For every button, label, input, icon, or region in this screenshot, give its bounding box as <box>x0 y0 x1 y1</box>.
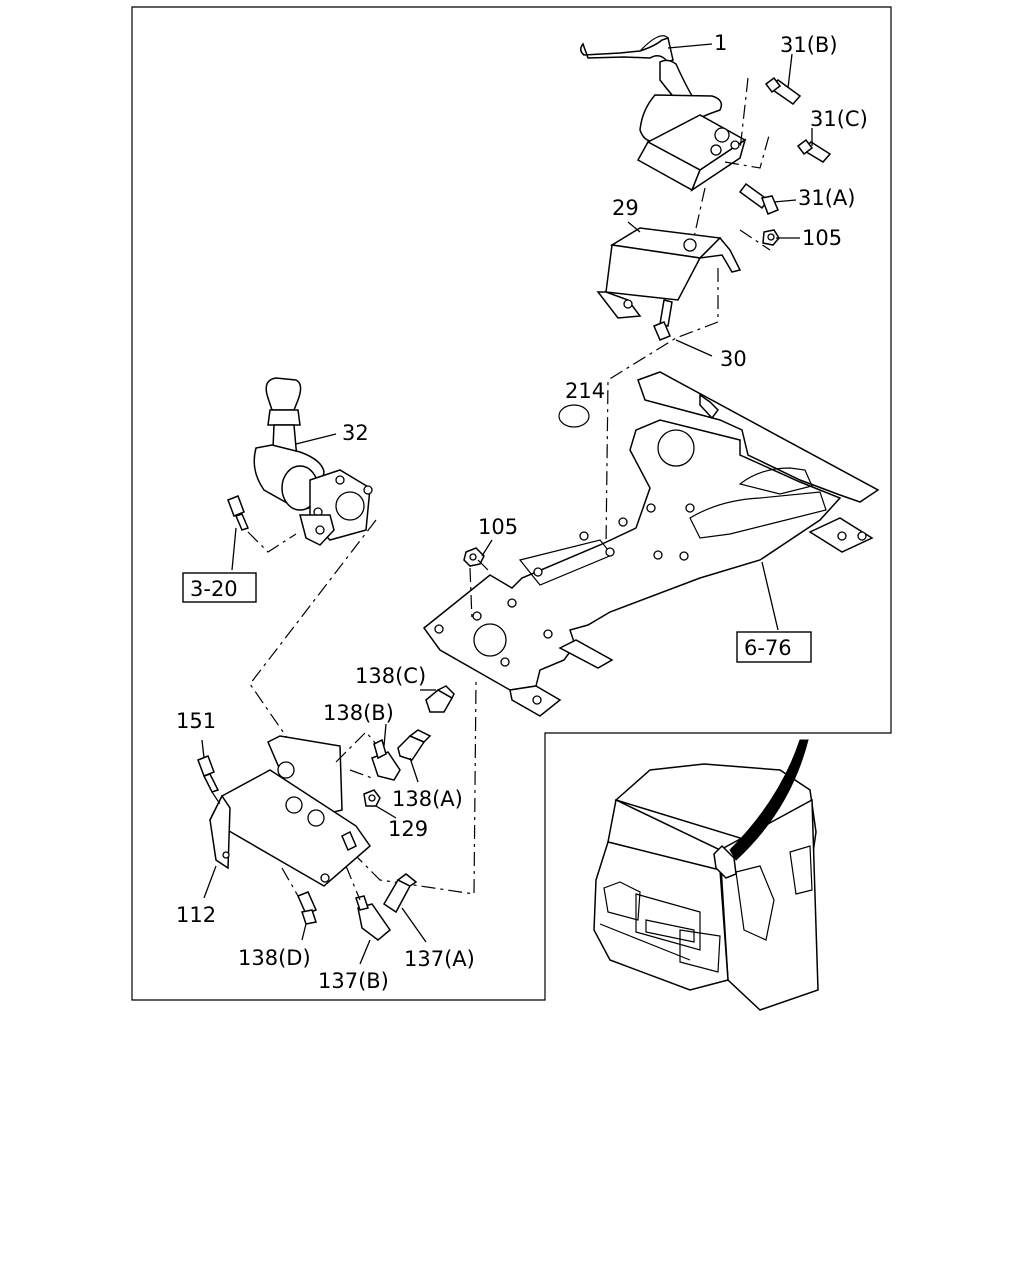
fitting-138c <box>425 685 455 713</box>
callout-138c: 138(C) <box>355 664 426 688</box>
callout-31c: 31(C) <box>810 107 868 131</box>
reference-6-76-label: 6-76 <box>744 636 792 660</box>
callout-112: 112 <box>176 903 216 927</box>
callout-137a: 137(A) <box>404 947 475 971</box>
callout-105-lower: 105 <box>478 515 518 539</box>
fitting-137b <box>355 895 392 941</box>
main-plate <box>422 371 880 717</box>
diagram-frame <box>131 6 892 1001</box>
bolt-151 <box>197 755 220 793</box>
callout-129: 129 <box>388 817 428 841</box>
callout-214: 214 <box>565 379 605 403</box>
bolt-30 <box>653 299 673 341</box>
reference-3-20[interactable]: 3-20 <box>182 572 257 603</box>
nut-105-upper <box>762 229 780 246</box>
callout-1: 1 <box>714 31 727 55</box>
callout-29: 29 <box>612 196 639 220</box>
shift-lever <box>580 35 747 192</box>
callout-138d: 138(D) <box>238 946 311 970</box>
callout-138a: 138(A) <box>392 787 463 811</box>
valve-32 <box>253 377 373 546</box>
fitting-137a <box>382 873 418 914</box>
nut-129 <box>363 789 381 807</box>
bolt-31b <box>764 76 802 105</box>
bolt-3-20 <box>227 495 250 531</box>
bracket-29 <box>596 227 742 319</box>
callout-151: 151 <box>176 709 216 733</box>
washer-214 <box>558 404 590 428</box>
bolt-31a <box>738 182 779 215</box>
callout-32: 32 <box>342 421 369 445</box>
fitting-138a <box>397 729 432 761</box>
bracket-112 <box>209 735 372 887</box>
truck-cab-inset <box>593 739 819 1011</box>
reference-6-76[interactable]: 6-76 <box>736 631 812 663</box>
callout-30: 30 <box>720 347 747 371</box>
fitting-138b <box>371 738 401 781</box>
callout-31a: 31(A) <box>798 186 855 210</box>
fitting-138d <box>296 891 318 925</box>
bolt-31c <box>796 138 832 163</box>
callout-31b: 31(B) <box>780 33 838 57</box>
callout-105-upper: 105 <box>802 226 842 250</box>
callout-137b: 137(B) <box>318 969 389 993</box>
callout-138b: 138(B) <box>323 701 394 725</box>
reference-3-20-label: 3-20 <box>190 577 238 601</box>
